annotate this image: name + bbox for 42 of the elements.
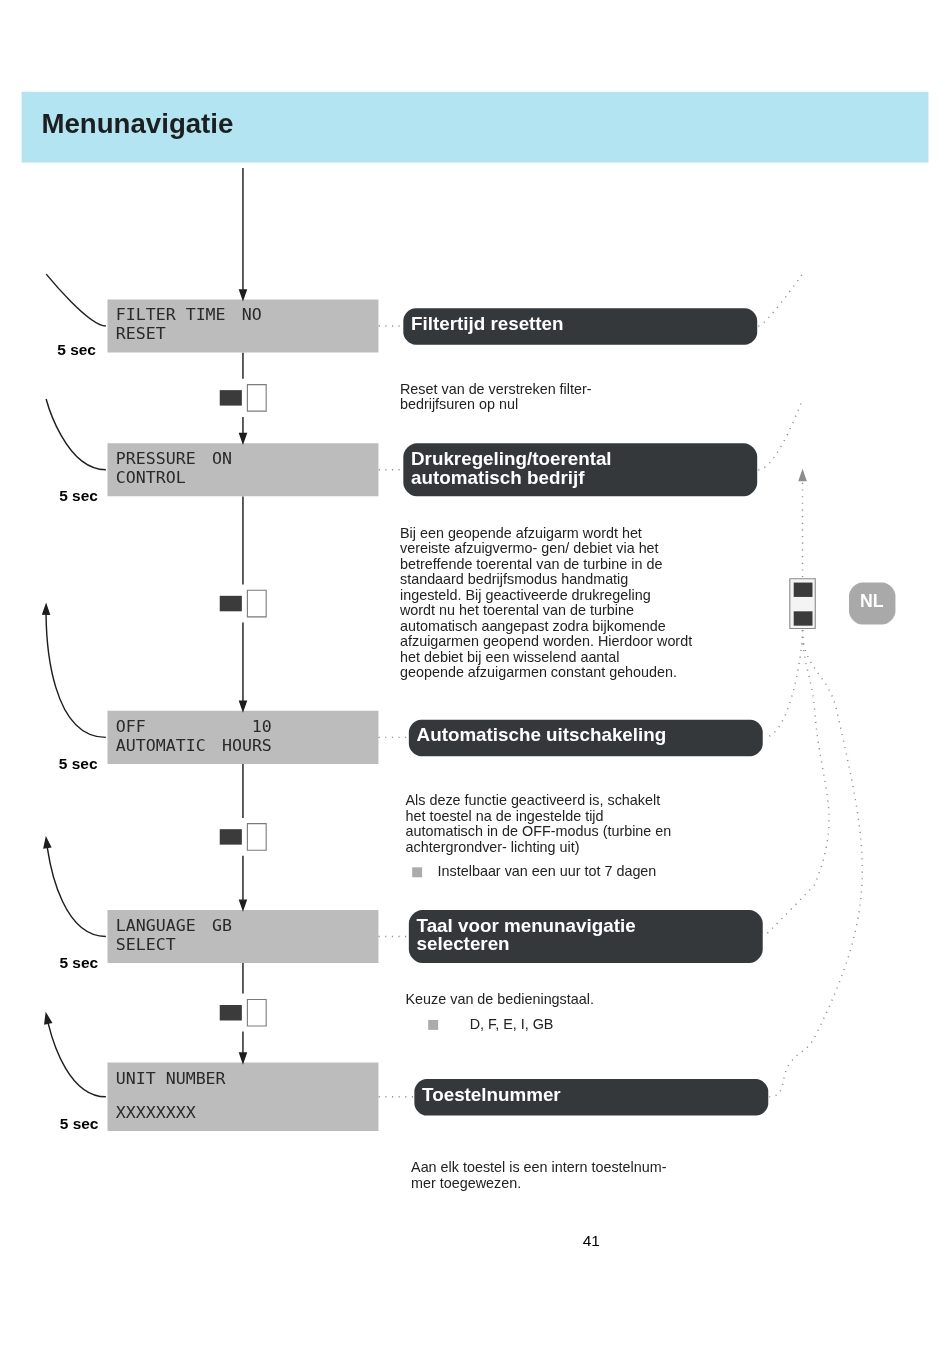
node-label: Instelbaar van een uur tot 7 dagen (437, 862, 657, 879)
edge-label: 5 sec (59, 953, 99, 971)
arrow (238, 415, 248, 445)
connector (45, 397, 107, 470)
connector (768, 628, 863, 1097)
arrow (41, 602, 107, 738)
connector (757, 272, 804, 327)
label: 41 (582, 1231, 600, 1249)
node-label: Aan elk toestel is een intern toestelnum- mer toegewezen. (411, 1158, 667, 1191)
arrow (798, 468, 807, 578)
edge-label: 5 sec (59, 1114, 99, 1132)
diagram-title: Menunavigatie (41, 107, 234, 139)
arrow (44, 1011, 107, 1097)
edge-label: 5 sec (58, 754, 98, 771)
node-label: Reset van de verstreken filter- bedrijfsuren op nul (400, 380, 592, 412)
node-label: D, F, E, I, GB (469, 1015, 554, 1032)
connector (242, 351, 244, 380)
node-box: Filtertijd resetten (403, 307, 758, 345)
node-box: PRESSURE CONTROL ON (107, 442, 379, 496)
node-box: UNIT NUMBER XXXXXXXX (107, 1062, 379, 1131)
node-label: Als deze functie geactiveerd is, schakelt het toestel na de ingestelde tijd automatisch in de OFF-modus (turbine en achtergrondver- lichting uit) (405, 791, 672, 855)
node-label: Bij een geopende afzuigarm wordt het vereiste afzuigvermo- gen/ debiet via het betreffende toerental van de turbine in de standaard bedrijfsmodus handmatig ingesteld. Bij geactiveerde drukregeling wordt nu het toerental van de turbine automatisch aangepast zodra bijkomende afzuigarmen geopend worden. Hierdoor wordt het debiet bij een wisselend aantal geopende afzuigarmen constant gehouden. (400, 524, 693, 680)
arrow (43, 835, 107, 937)
node-box: Automatische uitschakeling (408, 719, 763, 756)
arrow (238, 621, 248, 713)
node-box: OFF AUTOMATIC 10 HOURS (107, 710, 379, 764)
label: NL (860, 590, 884, 611)
connector (45, 272, 107, 327)
connector (242, 762, 244, 819)
arrow (238, 854, 248, 912)
node-box: Taal voor menunavigatie selecteren (408, 909, 763, 963)
arrow (238, 1030, 248, 1065)
connector (242, 961, 244, 994)
node-label: Keuze van de bedieningstaal. (405, 990, 594, 1007)
node-box: Toestelnummer (414, 1078, 769, 1116)
node-box: Drukregeling/toerental automatisch bedrijf (403, 442, 758, 496)
node-box: LANGUAGE SELECT GB (107, 909, 379, 963)
edge-label: 5 sec (57, 340, 96, 358)
connector (242, 495, 244, 585)
edge-label: 5 sec (59, 486, 98, 504)
arrow (238, 166, 248, 302)
node-box: FILTER TIME RESET NO (107, 298, 379, 353)
